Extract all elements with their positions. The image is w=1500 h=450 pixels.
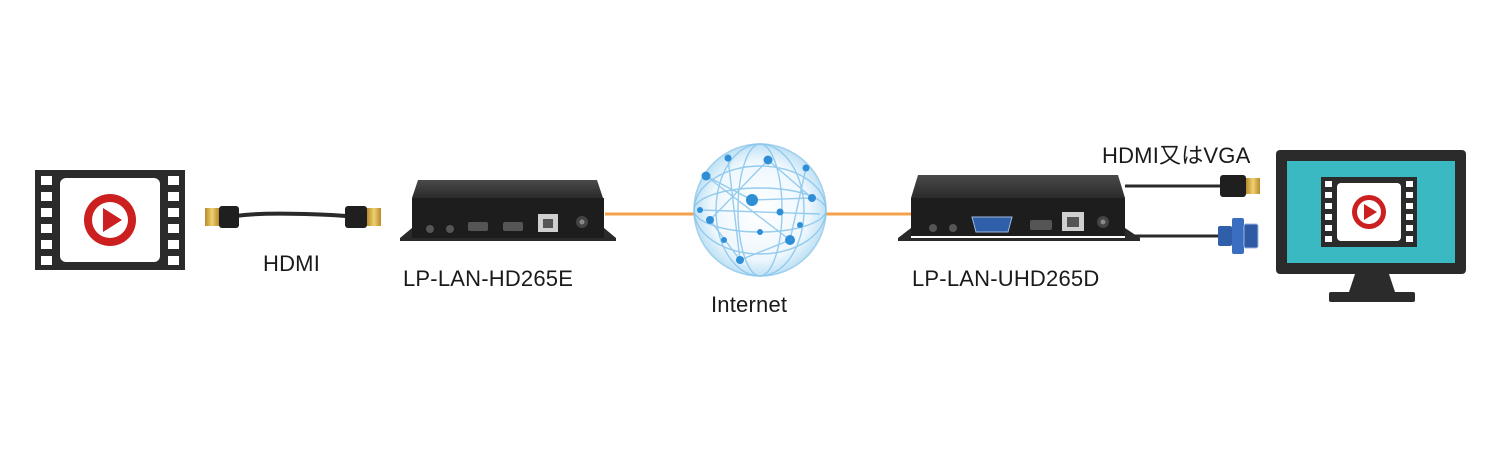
vga-connector-icon (1218, 218, 1259, 254)
decoder-device (898, 175, 1140, 241)
encoder-device (400, 180, 616, 241)
film-video-icon (35, 170, 185, 270)
network-label: Internet (711, 292, 788, 317)
monitor-icon (1276, 150, 1466, 302)
hdmi-cable (205, 206, 381, 228)
hdmi-connector-icon (205, 206, 239, 228)
encoder-model-label: LP-LAN-HD265E (403, 266, 574, 291)
output-options-label: HDMI又はVGA (1102, 143, 1251, 168)
globe-network-icon (693, 143, 827, 277)
decoder-model-label: LP-LAN-UHD265D (912, 266, 1100, 291)
hdmi-cable-label: HDMI (263, 251, 321, 276)
output-vga-cable (1125, 218, 1259, 254)
output-hdmi-cable (1125, 175, 1260, 197)
hdmi-connector-icon (1220, 175, 1260, 197)
hdmi-connector-icon (345, 206, 381, 228)
